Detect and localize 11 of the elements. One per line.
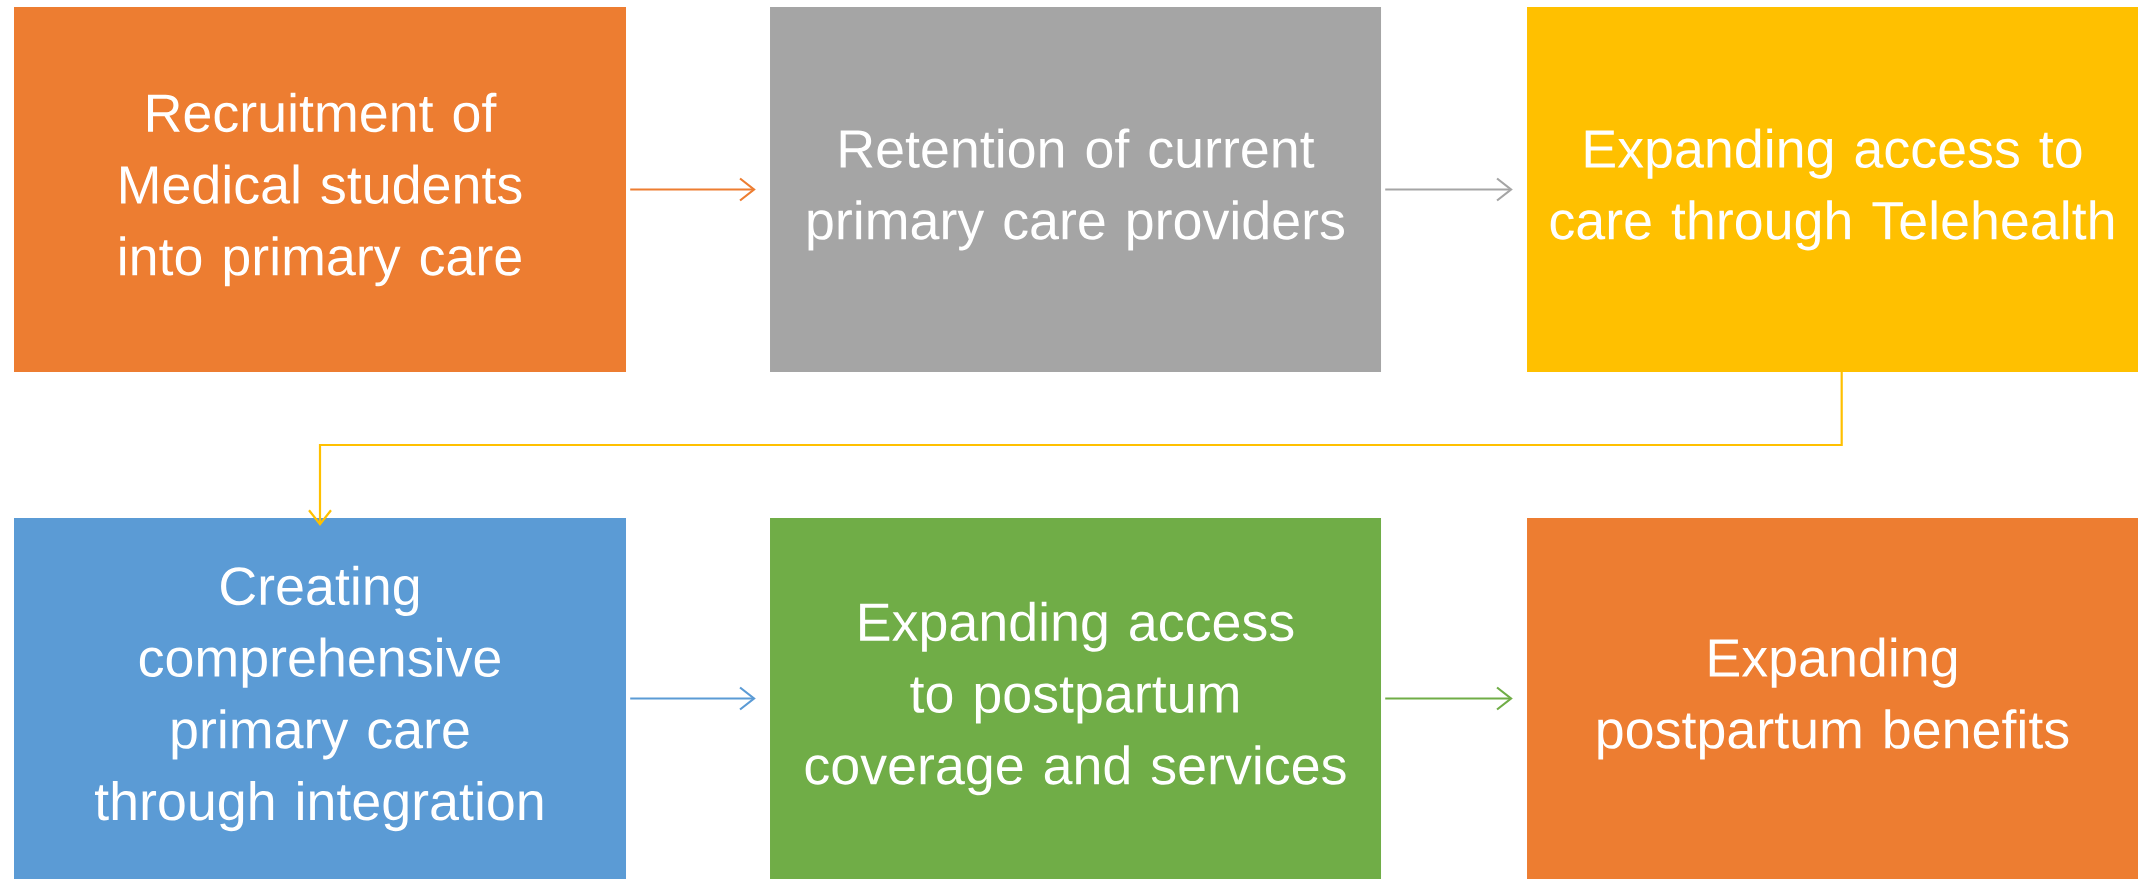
process-box: Recruitment of Medical students into primary care	[14, 7, 626, 372]
process-box: Expanding access to care through Telehealth	[1527, 7, 2138, 372]
process-box: Expanding access to postpartum coverage and services	[770, 518, 1381, 879]
process-box: Expanding postpartum benefits	[1527, 518, 2138, 879]
arrow	[1385, 686, 1513, 711]
arrow	[630, 177, 756, 202]
arrow	[1385, 177, 1513, 202]
process-box: Retention of current primary care providers	[770, 7, 1381, 372]
process-box: Creating comprehensive primary care through integration	[14, 518, 626, 879]
arrow	[308, 372, 1843, 526]
arrow	[630, 686, 756, 711]
